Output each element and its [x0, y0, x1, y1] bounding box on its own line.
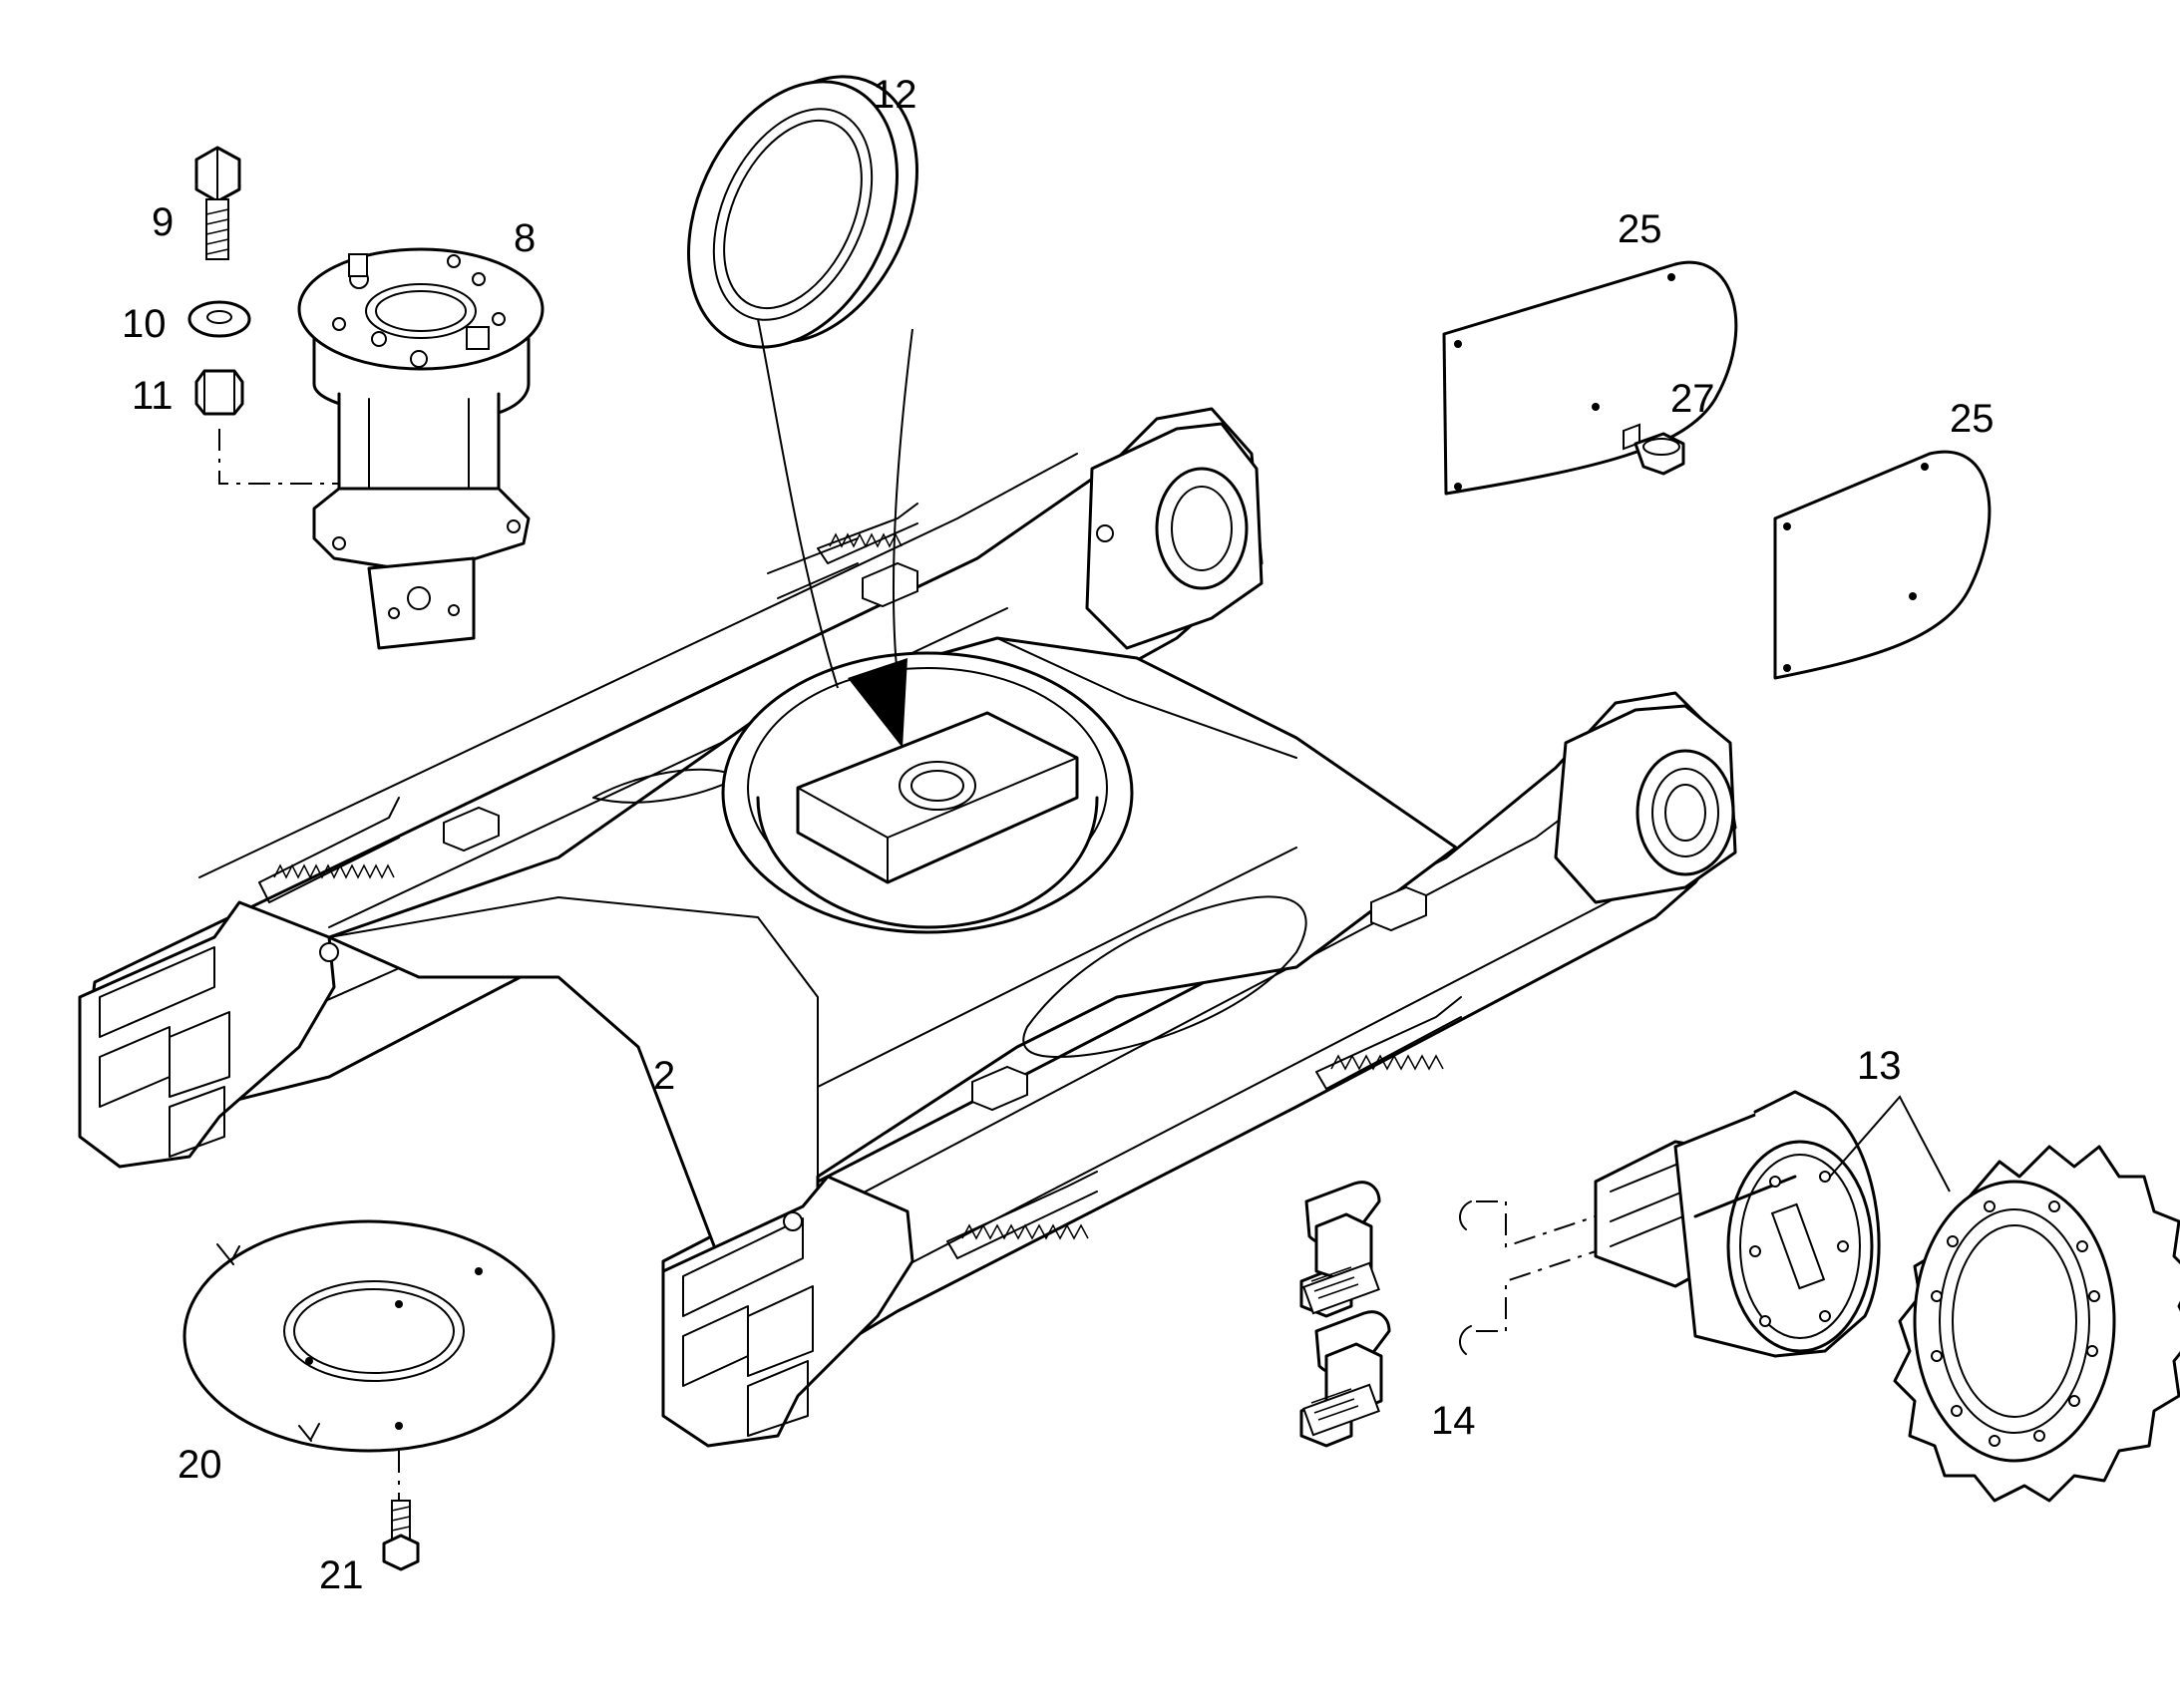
callout-14: 14 — [1431, 1399, 1476, 1443]
callout-11: 11 — [132, 374, 174, 418]
washer-part-10 — [187, 300, 251, 338]
assembly-line-fittings — [1476, 1200, 1597, 1332]
bolt-part-9 — [194, 146, 241, 260]
assembly-arrow-seal — [757, 318, 913, 689]
rotary-joint-part-8 — [297, 247, 545, 650]
callout-13: 13 — [1857, 1044, 1902, 1088]
callout-12: 12 — [873, 73, 917, 117]
callout-25-lower: 25 — [1950, 397, 1995, 441]
callout-9: 9 — [152, 200, 174, 244]
screw-part-27 — [1623, 423, 1685, 476]
hose-fittings-part-14 — [1299, 1181, 1472, 1448]
callout-21: 21 — [319, 1553, 364, 1597]
bolt-part-21 — [382, 1500, 420, 1571]
cover-plate-part-20 — [182, 1219, 555, 1453]
callout-labels: 9 10 11 8 12 25 27 25 2 13 14 20 21 — [122, 73, 1995, 1597]
callout-8: 8 — [514, 216, 536, 260]
callout-25-upper: 25 — [1618, 207, 1662, 251]
sprocket-part-13 — [1893, 1145, 2180, 1503]
callout-2: 2 — [653, 1054, 675, 1098]
seal-ring-part-12 — [687, 75, 918, 349]
callout-10: 10 — [122, 302, 167, 346]
callout-27: 27 — [1670, 377, 1715, 421]
travel-motor-part-13 — [1594, 1090, 1881, 1358]
callout-20: 20 — [178, 1443, 222, 1487]
leader-13 — [1829, 1095, 1951, 1193]
undercarriage-frame — [78, 407, 1737, 1448]
assembly-arrow-head — [848, 658, 908, 748]
nut-part-11 — [194, 369, 244, 416]
assembly-line-rotary-joint — [218, 429, 339, 485]
cover-plate-part-25-lower — [1773, 450, 1992, 680]
